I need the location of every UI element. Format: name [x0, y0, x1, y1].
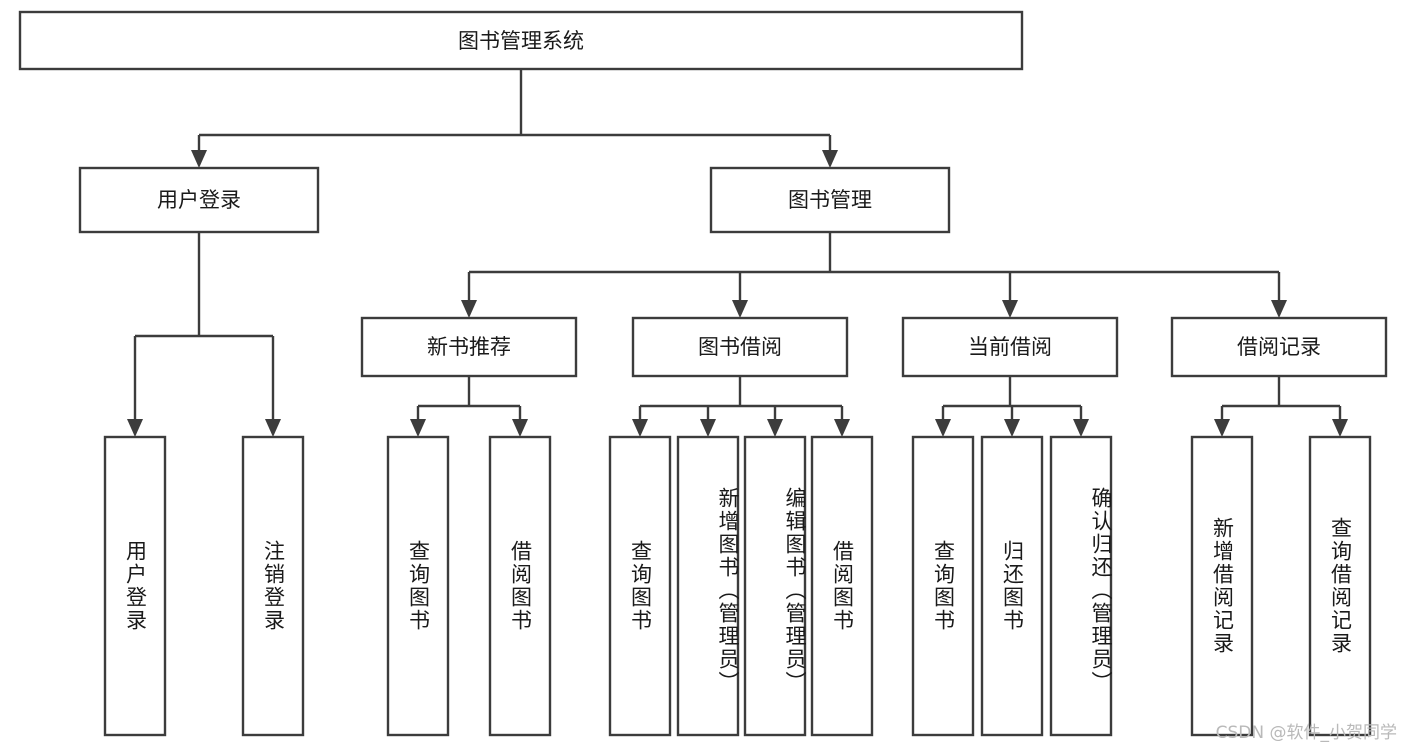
arrowhead-book-manage: [822, 150, 838, 168]
edge-group-user-login-to-leaves: [127, 232, 281, 437]
leaf-box-return-book[interactable]: [980, 435, 1044, 737]
node-new-book-rec-box[interactable]: [360, 316, 578, 378]
arrowhead-new-book-rec: [461, 300, 477, 318]
leaf-box-query-book-2[interactable]: [608, 435, 672, 737]
arrowhead-leaf-query-book-1: [410, 419, 426, 437]
leaf-box-edit-book[interactable]: [743, 435, 807, 737]
edge-group-root-to-level2: [191, 69, 838, 168]
node-book-manage[interactable]: 图书管理: [709, 166, 951, 234]
node-user-login-label: 用户登录: [157, 188, 241, 212]
node-book-manage-box[interactable]: [709, 166, 951, 234]
arrowhead-leaf-logout: [265, 419, 281, 437]
arrowhead-leaf-borrow-book-1: [512, 419, 528, 437]
arrowhead-leaf-borrow-book-2: [834, 419, 850, 437]
node-new-book-rec-label: 新书推荐: [427, 335, 511, 359]
node-root-box[interactable]: [18, 10, 1024, 71]
leaf-box-borrow-book-1[interactable]: [488, 435, 552, 737]
leaf-box-query-book-3[interactable]: [911, 435, 975, 737]
node-book-borrow[interactable]: 图书借阅: [631, 316, 849, 378]
node-current-borrow-label: 当前借阅: [968, 335, 1052, 359]
arrowhead-book-borrow: [732, 300, 748, 318]
node-current-borrow[interactable]: 当前借阅: [901, 316, 1119, 378]
arrowhead-leaf-add-book: [700, 419, 716, 437]
node-borrow-record-label: 借阅记录: [1237, 335, 1321, 359]
node-book-manage-label: 图书管理: [788, 188, 872, 212]
arrowhead-leaf-query-book-3: [935, 419, 951, 437]
node-borrow-record-box[interactable]: [1170, 316, 1388, 378]
arrowhead-current-borrow: [1002, 300, 1018, 318]
leaf-box-user-login[interactable]: [103, 435, 167, 737]
node-user-login-box[interactable]: [78, 166, 320, 234]
edge-group-book-manage-to-level3: [461, 232, 1287, 318]
node-book-borrow-label: 图书借阅: [698, 335, 782, 359]
arrowhead-borrow-record: [1271, 300, 1287, 318]
arrowhead-leaf-confirm-return: [1073, 419, 1089, 437]
node-root-label: 图书管理系统: [458, 29, 584, 53]
node-new-book-rec[interactable]: 新书推荐: [360, 316, 578, 378]
leaf-boxes: [103, 435, 1372, 737]
edge-group-current-borrow-to-leaves: [935, 376, 1089, 437]
leaf-box-confirm-return[interactable]: [1049, 435, 1113, 737]
arrowhead-leaf-add-record: [1214, 419, 1230, 437]
leaf-box-query-record[interactable]: [1308, 435, 1372, 737]
leaf-box-logout[interactable]: [241, 435, 305, 737]
edge-group-book-borrow-to-leaves: [632, 376, 850, 437]
node-borrow-record[interactable]: 借阅记录: [1170, 316, 1388, 378]
arrowhead-leaf-query-book-2: [632, 419, 648, 437]
leaf-box-add-record[interactable]: [1190, 435, 1254, 737]
csdn-watermark: CSDN @软件_小贺同学: [1215, 723, 1397, 743]
arrowhead-leaf-return-book: [1004, 419, 1020, 437]
leaf-box-borrow-book-2[interactable]: [810, 435, 874, 737]
leaf-box-add-book[interactable]: [676, 435, 740, 737]
edge-group-borrow-record-to-leaves: [1214, 376, 1348, 437]
node-user-login[interactable]: 用户登录: [78, 166, 320, 234]
arrowhead-leaf-edit-book: [767, 419, 783, 437]
node-current-borrow-box[interactable]: [901, 316, 1119, 378]
arrowhead-leaf-query-record: [1332, 419, 1348, 437]
node-book-borrow-box[interactable]: [631, 316, 849, 378]
node-root[interactable]: 图书管理系统: [18, 10, 1024, 71]
arrowhead-user-login: [191, 150, 207, 168]
arrowhead-leaf-user-login: [127, 419, 143, 437]
leaf-box-query-book-1[interactable]: [386, 435, 450, 737]
edge-group-new-book-rec-to-leaves: [410, 376, 528, 437]
